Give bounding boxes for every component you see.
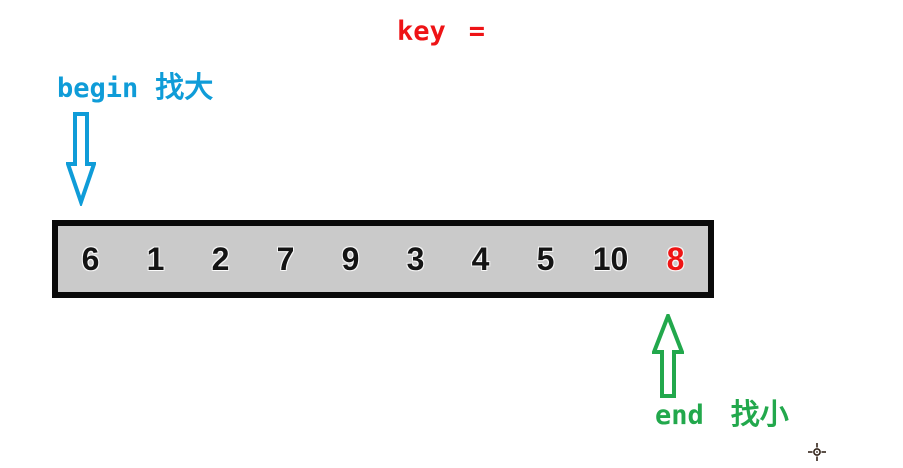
equals-sign: =	[468, 16, 486, 47]
key-word: key	[397, 16, 446, 47]
array-cell: 5	[536, 241, 555, 277]
begin-note-zh: 找大	[155, 70, 214, 104]
array-cell: 7	[276, 241, 295, 277]
crosshair-lines	[808, 443, 826, 461]
array-cell: 2	[211, 241, 230, 277]
array-cell: 4	[471, 241, 490, 277]
up-arrow-shape	[652, 314, 684, 398]
crosshair-cursor-icon	[808, 443, 826, 461]
array-cell: 9	[341, 241, 360, 277]
begin-annotation: begin 找大	[57, 70, 214, 104]
array-cell: 3	[406, 241, 425, 277]
crosshair-center-dot	[816, 451, 818, 453]
array-box: 6 1 2 7 9 3 4 5 10 8	[52, 220, 714, 298]
array-cell-highlighted: 8	[666, 241, 685, 277]
down-arrow-icon	[66, 112, 96, 206]
key-annotation: key =	[397, 18, 485, 45]
end-label: end	[655, 400, 704, 431]
array-cell: 6	[81, 241, 100, 277]
end-annotation: end 找小	[655, 397, 789, 431]
down-arrow-shape	[66, 112, 96, 206]
begin-label: begin	[57, 73, 139, 104]
array-cell: 1	[146, 241, 165, 277]
array-cell: 10	[592, 241, 629, 277]
up-arrow-icon	[652, 314, 684, 398]
end-note-zh: 找小	[730, 397, 789, 431]
